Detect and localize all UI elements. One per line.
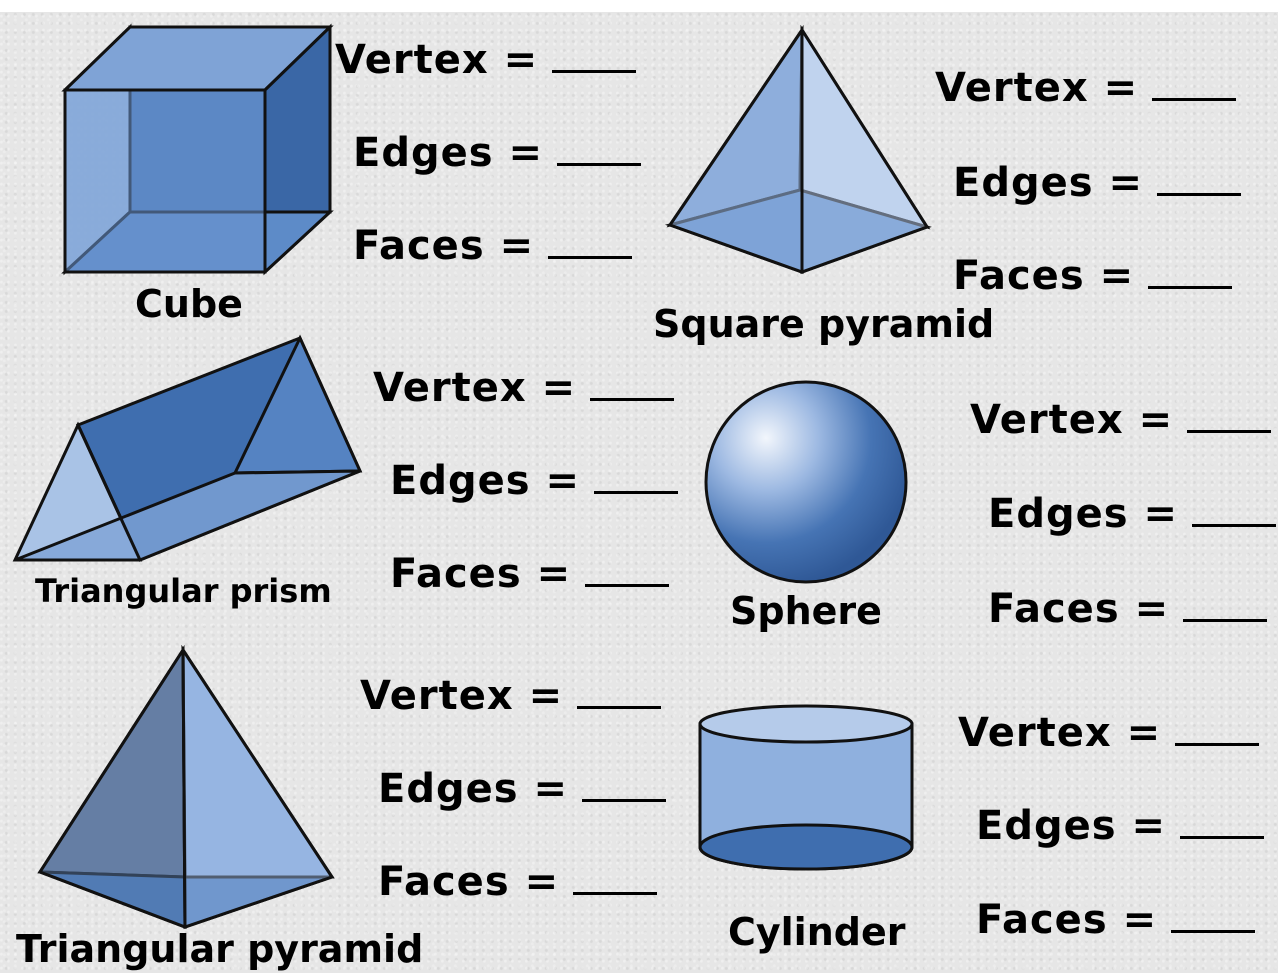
cylinder-drawing <box>698 704 914 871</box>
sphere-faces-label: Faces <box>988 586 1120 632</box>
equals-sign: = <box>524 859 560 905</box>
equals-sign: = <box>1131 803 1166 849</box>
square-pyramid-faces-label: Faces <box>953 253 1085 299</box>
equals-sign: = <box>1103 65 1139 111</box>
square-pyramid-faces-answer-blank[interactable] <box>1148 285 1233 289</box>
equals-sign: = <box>1134 586 1170 632</box>
equals-sign: = <box>1143 491 1178 537</box>
sphere-faces-line: Faces = <box>988 586 1268 632</box>
cube-edges-line: Edges = <box>353 133 641 173</box>
square-pyramid-vertex-label: Vertex <box>935 65 1089 111</box>
square-pyramid-edges-label: Edges <box>953 160 1094 206</box>
triangular-prism-name: Triangular prism <box>35 572 332 610</box>
equals-sign: = <box>1138 397 1174 443</box>
sphere-name: Sphere <box>730 589 882 633</box>
square-pyramid-drawing <box>664 24 932 275</box>
triangular-prism-vertex-answer-blank[interactable] <box>590 397 675 401</box>
equals-sign: = <box>1108 160 1143 206</box>
triangular-pyramid-vertex-answer-blank[interactable] <box>577 705 662 709</box>
cylinder-edges-label: Edges <box>976 803 1117 849</box>
equals-sign: = <box>508 130 543 176</box>
cylinder-faces-label: Faces <box>976 897 1108 943</box>
sphere-edges-label: Edges <box>988 491 1129 537</box>
square-pyramid-edges-line: Edges = <box>953 163 1241 203</box>
triangular-pyramid-faces-answer-blank[interactable] <box>573 891 658 895</box>
equals-sign: = <box>545 458 580 504</box>
triangular-pyramid-drawing <box>37 644 335 930</box>
triangular-prism-edges-line: Edges = <box>390 461 678 501</box>
cube-vertex-answer-blank[interactable] <box>552 69 637 73</box>
triangular-pyramid-faces-label: Faces <box>378 859 510 905</box>
sphere-vertex-line: Vertex = <box>970 397 1272 443</box>
cylinder-edges-answer-blank[interactable] <box>1179 835 1264 839</box>
cube-vertex-line: Vertex = <box>335 37 637 83</box>
equals-sign: = <box>541 365 577 411</box>
triangular-prism-edges-label: Edges <box>390 458 531 504</box>
triangular-prism-edges-answer-blank[interactable] <box>593 490 678 494</box>
triangular-prism-faces-label: Faces <box>390 551 522 597</box>
cylinder-name: Cylinder <box>728 910 906 954</box>
top-margin-strip <box>0 0 1278 12</box>
cylinder-vertex-label: Vertex <box>958 710 1112 756</box>
equals-sign: = <box>536 551 572 597</box>
sphere-edges-answer-blank[interactable] <box>1191 523 1276 527</box>
cube-faces-line: Faces = <box>353 223 633 269</box>
triangular-pyramid-name: Triangular pyramid <box>16 927 424 971</box>
equals-sign: = <box>503 37 539 83</box>
cube-edges-label: Edges <box>353 130 494 176</box>
sphere-vertex-label: Vertex <box>970 397 1124 443</box>
sphere-faces-answer-blank[interactable] <box>1183 618 1268 622</box>
cylinder-faces-answer-blank[interactable] <box>1171 929 1256 933</box>
triangular-pyramid-edges-line: Edges = <box>378 769 666 809</box>
cylinder-vertex-answer-blank[interactable] <box>1175 742 1260 746</box>
cube-vertex-label: Vertex <box>335 37 489 83</box>
triangular-prism-vertex-label: Vertex <box>373 365 527 411</box>
equals-sign: = <box>1099 253 1135 299</box>
triangular-prism-faces-line: Faces = <box>390 551 670 597</box>
square-pyramid-name: Square pyramid <box>653 302 995 346</box>
triangular-pyramid-vertex-label: Vertex <box>360 673 514 719</box>
square-pyramid-faces-line: Faces = <box>953 253 1233 299</box>
equals-sign: = <box>533 766 568 812</box>
cylinder-vertex-line: Vertex = <box>958 710 1260 756</box>
sphere-drawing <box>704 380 908 584</box>
triangular-prism-vertex-line: Vertex = <box>373 365 675 411</box>
cube-name: Cube <box>135 282 243 326</box>
cube-drawing <box>61 23 334 276</box>
sphere-edges-line: Edges = <box>988 494 1276 534</box>
equals-sign: = <box>1122 897 1158 943</box>
triangular-pyramid-vertex-line: Vertex = <box>360 673 662 719</box>
cylinder-edges-line: Edges = <box>976 806 1264 846</box>
triangular-prism-drawing <box>12 334 363 562</box>
triangular-pyramid-edges-label: Edges <box>378 766 519 812</box>
cube-faces-answer-blank[interactable] <box>548 255 633 259</box>
equals-sign: = <box>499 223 535 269</box>
square-pyramid-vertex-line: Vertex = <box>935 65 1237 111</box>
square-pyramid-vertex-answer-blank[interactable] <box>1152 97 1237 101</box>
square-pyramid-edges-answer-blank[interactable] <box>1156 192 1241 196</box>
cube-faces-label: Faces <box>353 223 485 269</box>
equals-sign: = <box>1126 710 1162 756</box>
triangular-pyramid-faces-line: Faces = <box>378 859 658 905</box>
sphere-vertex-answer-blank[interactable] <box>1187 429 1272 433</box>
cylinder-faces-line: Faces = <box>976 897 1256 943</box>
triangular-pyramid-edges-answer-blank[interactable] <box>581 798 666 802</box>
equals-sign: = <box>528 673 564 719</box>
triangular-prism-faces-answer-blank[interactable] <box>585 583 670 587</box>
cube-edges-answer-blank[interactable] <box>556 162 641 166</box>
